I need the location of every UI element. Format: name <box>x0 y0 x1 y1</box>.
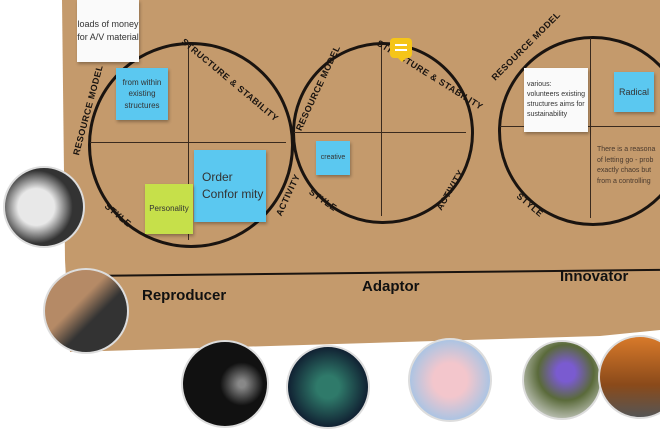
photo-dome[interactable] <box>286 345 370 429</box>
photo-autumn-road[interactable] <box>598 335 660 419</box>
divider <box>590 38 591 218</box>
photo-blossoms[interactable] <box>408 338 492 422</box>
sticky-note-blue[interactable]: Order Confor mity <box>194 150 266 222</box>
divider <box>294 132 466 133</box>
photo-dark[interactable] <box>181 340 269 428</box>
innovator-text: There is a reasona of letting go - prob … <box>597 146 656 185</box>
column-label: Adaptor <box>362 278 420 295</box>
photo-notebook[interactable] <box>3 166 85 248</box>
sticky-note-blue[interactable]: creative <box>316 141 350 175</box>
sticky-note-green[interactable]: Personality <box>145 184 193 234</box>
sticky-note-blue[interactable]: from within existing structures <box>116 68 168 120</box>
sticky-note-white[interactable]: various: volunteers existing structures … <box>524 68 588 132</box>
column-label: Reproducer <box>142 287 227 304</box>
sticky-note-blue[interactable]: Radical <box>614 72 654 112</box>
photo-ballot-box[interactable] <box>43 268 129 354</box>
photo-bellflower[interactable] <box>522 340 602 420</box>
divider <box>381 44 382 216</box>
sticky-note-white[interactable]: loads of money for A/V material <box>77 0 139 62</box>
circle-innovator <box>498 36 660 226</box>
column-label: Innovator <box>560 268 629 285</box>
divider <box>90 142 286 143</box>
comment-icon[interactable] <box>390 38 412 62</box>
circle-adaptor <box>292 42 474 224</box>
